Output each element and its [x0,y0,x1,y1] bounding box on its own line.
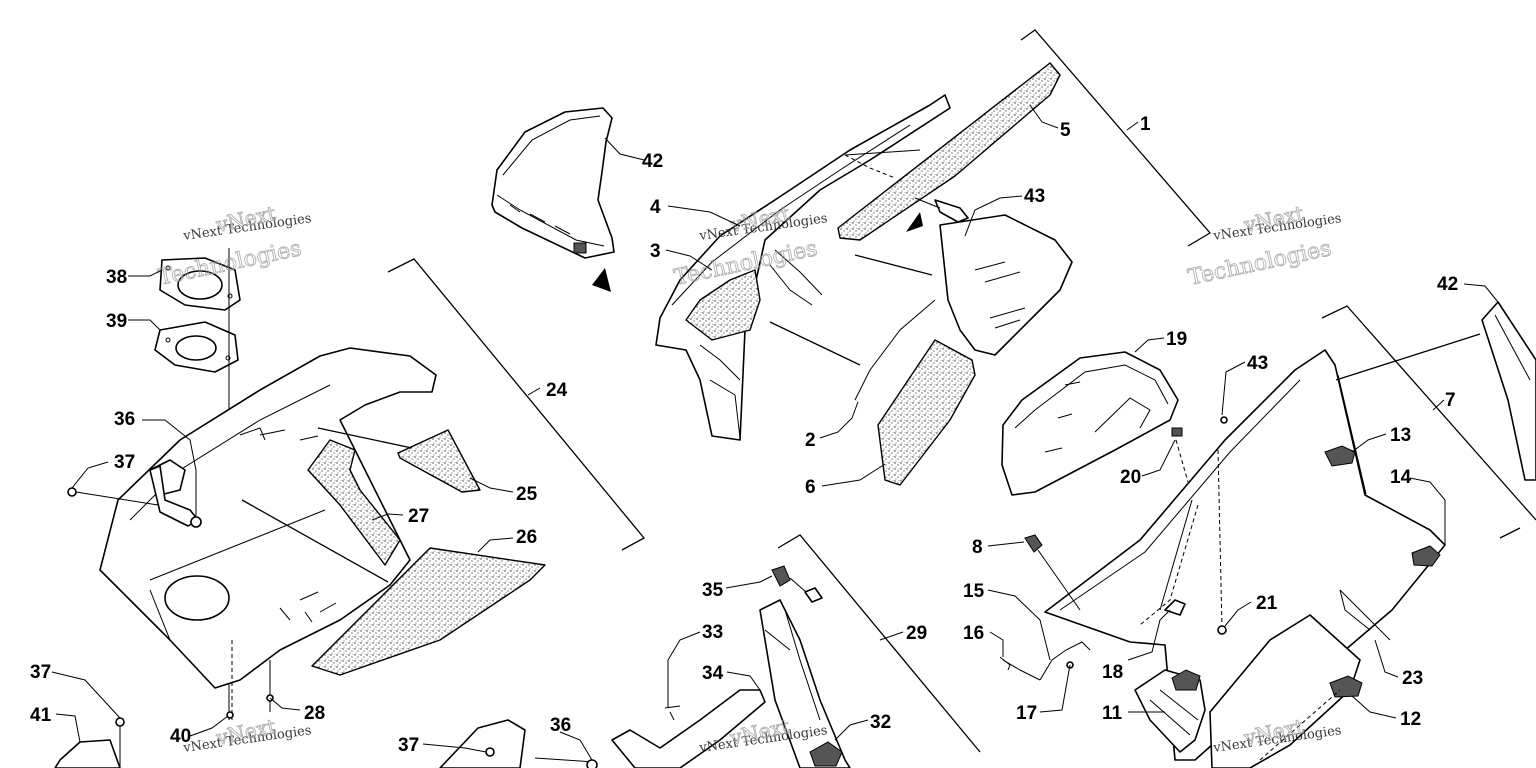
callout-34: 34 [702,663,724,684]
arrow-marker-5 [906,212,923,232]
callout-labels: 1 2 3 4 5 6 7 8 11 12 13 14 15 16 17 18 … [30,114,1458,756]
callout-33: 33 [702,622,723,643]
callout-25: 25 [516,484,538,505]
callout-11: 11 [1102,703,1123,724]
watermark-outline: Technologies [1186,236,1334,291]
callout-14: 14 [1390,467,1412,488]
callout-13: 13 [1390,425,1411,446]
part-36b-housing [439,719,598,768]
part-4-hood [655,94,951,441]
part-37-screw [67,487,159,506]
bracket-1 [1020,29,1211,247]
callout-43b: 43 [1247,353,1268,374]
bracket-24 [387,258,646,551]
bracket-29 [777,534,981,753]
callout-35: 35 [702,580,724,601]
part-32-foam [809,741,843,767]
callout-2: 2 [805,430,816,451]
callout-42: 42 [642,151,663,172]
callout-27: 27 [408,506,429,527]
callout-6: 6 [805,477,816,498]
callout-1: 1 [1140,114,1151,135]
callout-5: 5 [1060,120,1071,141]
part-35-clip [771,565,823,603]
part-24-nose [99,347,437,720]
part-28-pin [266,660,274,712]
callout-26: 26 [516,527,537,548]
callout-37c: 37 [398,735,419,756]
callout-36b: 36 [550,715,571,736]
callout-24: 24 [546,380,568,401]
part-27-foam [307,439,401,566]
part-16-harness [999,641,1091,681]
callout-40: 40 [170,726,191,747]
part-26-foam [311,547,546,676]
part-40-pin [226,711,234,719]
callout-28: 28 [304,703,325,724]
callout-36: 36 [114,409,135,430]
part-24-leaders [241,427,413,583]
callout-42b: 42 [1437,274,1458,295]
callout-12: 12 [1400,709,1421,730]
callout-43: 43 [1024,186,1045,207]
part-6-foam [877,339,976,486]
callout-8: 8 [972,537,983,558]
part-8-clip [1024,534,1081,611]
part-23-lower-panel [1209,589,1391,768]
bracket-7 [1321,305,1536,539]
part-36-knob [149,465,202,528]
callout-17: 17 [1016,703,1037,724]
part-5-foam-strip [837,62,1061,244]
callout-3: 3 [650,241,661,262]
part-42-deflector [491,107,615,292]
callout-37b: 37 [30,662,51,683]
callout-41: 41 [30,705,52,726]
part-11-bracket [1134,669,1206,753]
callout-21: 21 [1256,593,1278,614]
part-18-switch [1164,599,1186,616]
callout-23: 23 [1402,668,1423,689]
part-42-trim-right [1481,301,1536,481]
callout-16: 16 [963,623,984,644]
callout-38: 38 [106,267,127,288]
callout-20: 20 [1120,467,1141,488]
callout-29: 29 [906,623,927,644]
callout-19: 19 [1166,329,1187,350]
part-19-pod [1001,351,1189,496]
callout-4: 4 [650,197,661,218]
part-41-corner [54,717,125,768]
callout-37: 37 [114,452,135,473]
part-29-panel [759,599,851,768]
part-38-gasket [159,257,241,311]
callout-leaders [51,104,1499,761]
part-25-foam [397,429,481,493]
callout-39: 39 [106,311,127,332]
part-2-panel [769,254,936,419]
part-39-gasket [154,321,239,373]
callout-15: 15 [963,581,985,602]
callout-18: 18 [1102,662,1123,683]
callout-7: 7 [1445,390,1456,411]
part-1-panel [939,214,1073,356]
arrow-marker-42 [592,268,611,292]
callout-32: 32 [870,712,891,733]
